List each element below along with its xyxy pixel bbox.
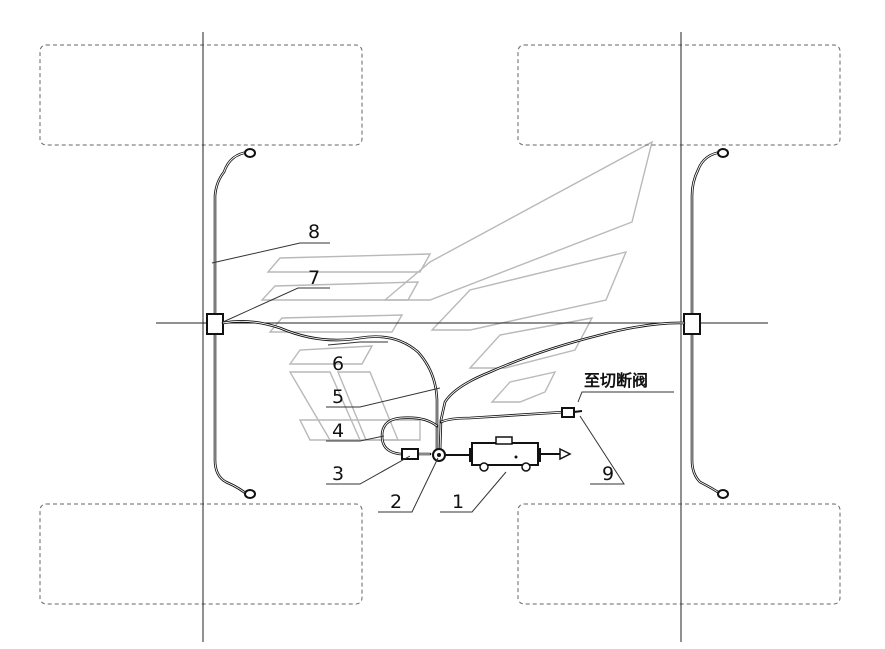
label-part-7: 7 — [308, 267, 320, 289]
label-part-3: 3 — [332, 463, 344, 485]
wheel-rear-right — [517, 503, 841, 605]
label-part-9: 9 — [602, 463, 614, 485]
wheel-front-left — [39, 44, 363, 146]
wheel-rear-left — [39, 503, 363, 605]
center-fitting — [432, 448, 446, 462]
label-part-8: 8 — [308, 221, 320, 243]
u-loop-hose — [380, 416, 439, 460]
right-tee-junction — [683, 313, 701, 335]
label-part-2: 2 — [390, 491, 402, 513]
right-branch-pipe — [438, 321, 686, 454]
component-1-cylinder — [445, 436, 572, 472]
label-to-shutoff-valve: 至切断阀 — [584, 371, 648, 390]
watermark-logo — [260, 140, 654, 441]
label-part-5: 5 — [332, 386, 344, 408]
label-part-4: 4 — [332, 420, 344, 442]
leader-lines — [211, 242, 674, 513]
left-tee-junction — [206, 313, 224, 335]
left-branch-pipe — [221, 320, 439, 454]
wheel-front-right — [517, 44, 841, 146]
shutoff-valve-pipe — [439, 407, 583, 424]
label-part-1: 1 — [452, 491, 464, 513]
label-part-6: 6 — [332, 353, 344, 375]
